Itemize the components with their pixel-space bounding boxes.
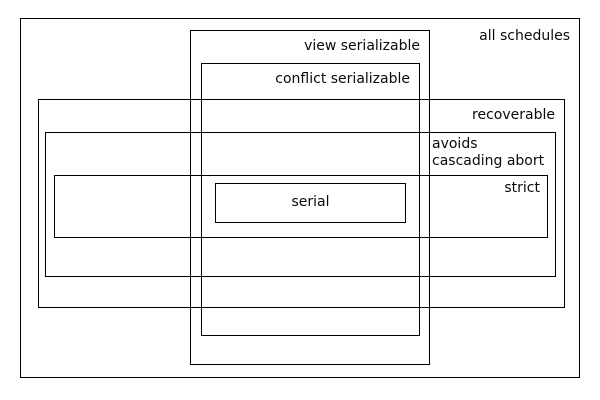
set-box-conflict-serializable [201, 63, 420, 336]
set-label-conflict-serializable: conflict serializable [275, 71, 410, 87]
set-box-avoids-cascading-abort [45, 132, 556, 277]
set-box-view-serializable [190, 30, 430, 365]
set-box-recoverable [38, 99, 565, 308]
set-label-avoids-cascading-abort: avoids cascading abort [432, 136, 545, 169]
set-box-serial [215, 183, 406, 223]
set-label-strict: strict [504, 180, 540, 196]
set-label-view-serializable: view serializable [304, 38, 420, 54]
set-label-recoverable: recoverable [472, 107, 555, 123]
set-label-serial: serial [291, 194, 330, 210]
set-label-all-schedules: all schedules [479, 28, 570, 44]
set-box-all-schedules [20, 18, 580, 378]
set-box-strict [54, 175, 548, 238]
